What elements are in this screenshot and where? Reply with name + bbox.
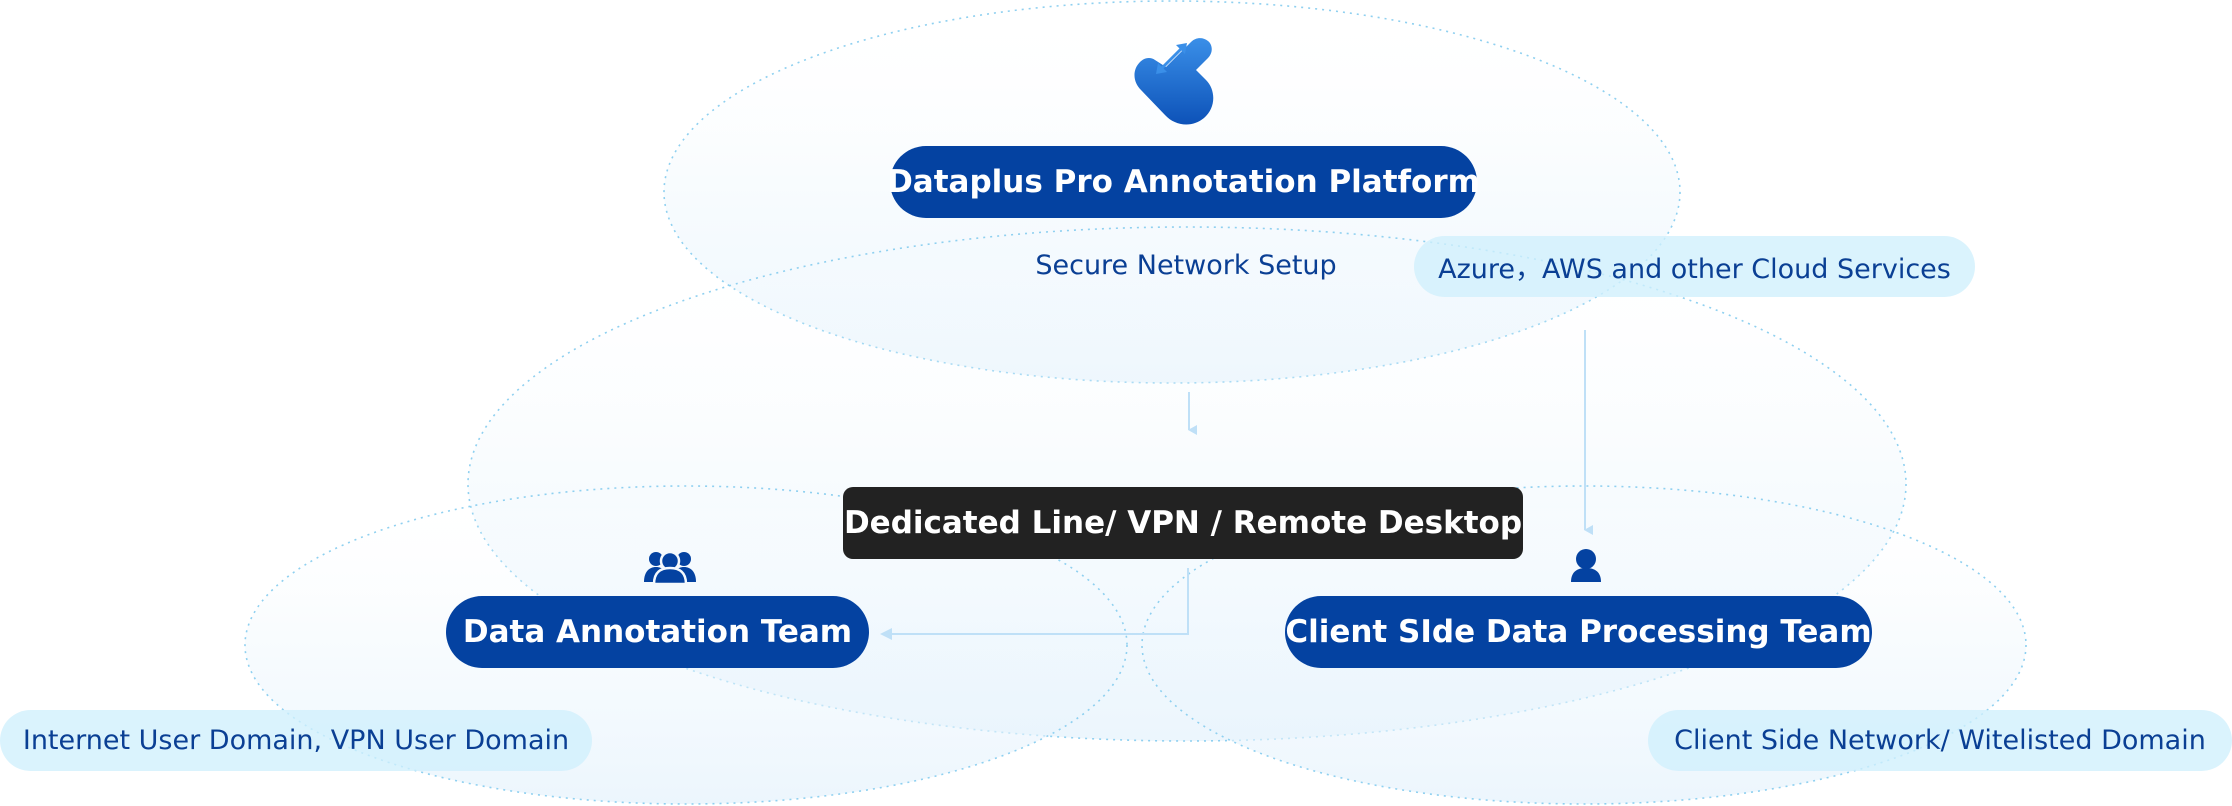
hand-touch-gesture-icon [1134, 38, 1214, 125]
secure-network-label: Secure Network Setup [1035, 245, 1337, 285]
client-team-label: Client SIde Data Processing Team [1285, 614, 1872, 650]
platform-node-label: Dataplus Pro Annotation Platform [887, 164, 1480, 200]
data-annotation-team-label: Data Annotation Team [462, 614, 853, 650]
platform-node[interactable]: Dataplus Pro Annotation Platform [887, 146, 1480, 218]
connection-node-label: Dedicated Line/ VPN / Remote Desktop [843, 505, 1523, 541]
arrow-head-left [880, 628, 892, 640]
client-network-label: Client Side Network/ Witelisted Domain [1674, 725, 2206, 756]
arrow-connection-to-annotation-team [888, 568, 1189, 635]
data-annotation-team-node[interactable]: Data Annotation Team [446, 596, 869, 668]
internet-domain-label: Internet User Domain, VPN User Domain [22, 725, 570, 756]
client-team-node[interactable]: Client SIde Data Processing Team [1285, 596, 1872, 668]
client-network-node[interactable]: Client Side Network/ Witelisted Domain [1648, 710, 2232, 771]
cloud-services-node[interactable]: Azure，AWS and other Cloud Services [1414, 236, 1975, 297]
secure-network-label-text: Secure Network Setup [1035, 249, 1337, 281]
internet-domain-node[interactable]: Internet User Domain, VPN User Domain [0, 710, 592, 771]
cloud-services-label: Azure，AWS and other Cloud Services [1438, 254, 1951, 285]
user-icon [1571, 549, 1601, 582]
connection-node[interactable]: Dedicated Line/ VPN / Remote Desktop [843, 487, 1523, 559]
user-group-icon [644, 550, 696, 586]
